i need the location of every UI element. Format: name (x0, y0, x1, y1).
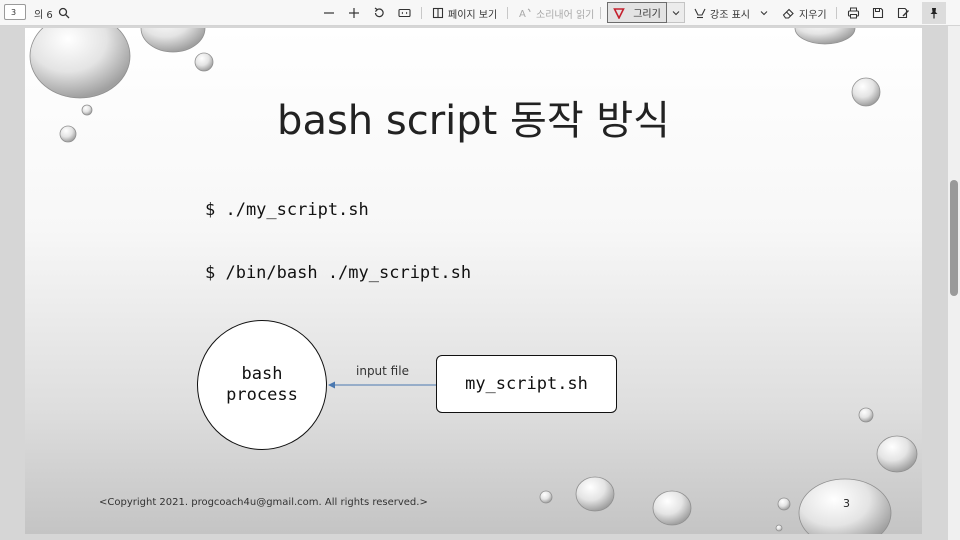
zoom-in-button[interactable] (348, 0, 360, 26)
page-view-label: 페이지 보기 (448, 9, 498, 21)
read-aloud-label: 소리내어 읽기 (536, 9, 595, 21)
pin-icon (930, 8, 938, 19)
pin-toolbar-button[interactable] (922, 2, 946, 24)
save-icon (872, 7, 884, 19)
fit-page-icon (398, 8, 411, 18)
save-as-button[interactable] (897, 0, 910, 26)
highlight-button[interactable]: 강조 표시 (694, 0, 750, 26)
draw-options-dropdown[interactable] (667, 2, 685, 23)
rotate-icon (374, 7, 384, 18)
highlight-label: 강조 표시 (710, 9, 750, 21)
copyright-footer: <Copyright 2021. progcoach4u@gmail.com. … (99, 497, 428, 508)
print-button[interactable] (847, 0, 860, 26)
highlighter-icon (694, 8, 706, 19)
bash-process-circle: bash process (197, 320, 327, 450)
command-line-2: $ /bin/bash ./my_script.sh (205, 263, 472, 283)
eraser-icon (782, 8, 794, 19)
book-icon (432, 7, 444, 19)
page-number-input[interactable]: 3 (4, 4, 26, 20)
script-file-box: my_script.sh (436, 355, 617, 413)
minus-icon (324, 12, 334, 14)
svg-text:A: A (519, 9, 526, 19)
erase-button[interactable]: 지우기 (782, 0, 827, 26)
chevron-down-icon (760, 11, 768, 16)
chevron-down-icon (672, 10, 679, 15)
slide-page-number: 3 (843, 497, 850, 510)
save-edit-icon (897, 7, 909, 19)
highlight-options-dropdown[interactable] (760, 0, 768, 26)
zoom-out-button[interactable] (323, 0, 335, 26)
plus-icon (349, 8, 359, 18)
slide-title: bash script 동작 방식 (277, 98, 670, 144)
rotate-button[interactable] (373, 0, 385, 26)
erase-label: 지우기 (799, 9, 827, 21)
printer-icon (847, 7, 860, 19)
circle-label-line-2: process (226, 385, 298, 405)
circle-label-line-1: bash (241, 364, 283, 384)
search-button[interactable] (58, 0, 70, 26)
read-aloud-icon: A (519, 8, 531, 19)
triangle-pen-icon (613, 7, 625, 19)
page-view-button[interactable]: 페이지 보기 (432, 0, 497, 26)
draw-label: 그리기 (633, 9, 661, 20)
input-arrow (328, 381, 437, 389)
draw-button[interactable]: 그리기 (607, 2, 667, 23)
scrollbar-thumb[interactable] (950, 180, 958, 296)
command-line-1: $ ./my_script.sh (205, 200, 369, 220)
fit-page-button[interactable] (398, 0, 411, 26)
pdf-toolbar: 3 의 6 페이지 보기 A 소리내어 읽기 그리기 강조 표시 지우 (0, 0, 960, 26)
slide-page: bash script 동작 방식 $ ./my_script.sh $ /bi… (25, 28, 922, 534)
arrow-label: input file (356, 364, 409, 378)
save-button[interactable] (872, 0, 884, 26)
page-total-label: 의 6 (34, 9, 53, 21)
read-aloud-button[interactable]: A 소리내어 읽기 (519, 0, 594, 26)
water-drops-decoration (29, 28, 918, 534)
magnifier-icon (58, 7, 70, 19)
vertical-scrollbar[interactable] (948, 26, 960, 540)
